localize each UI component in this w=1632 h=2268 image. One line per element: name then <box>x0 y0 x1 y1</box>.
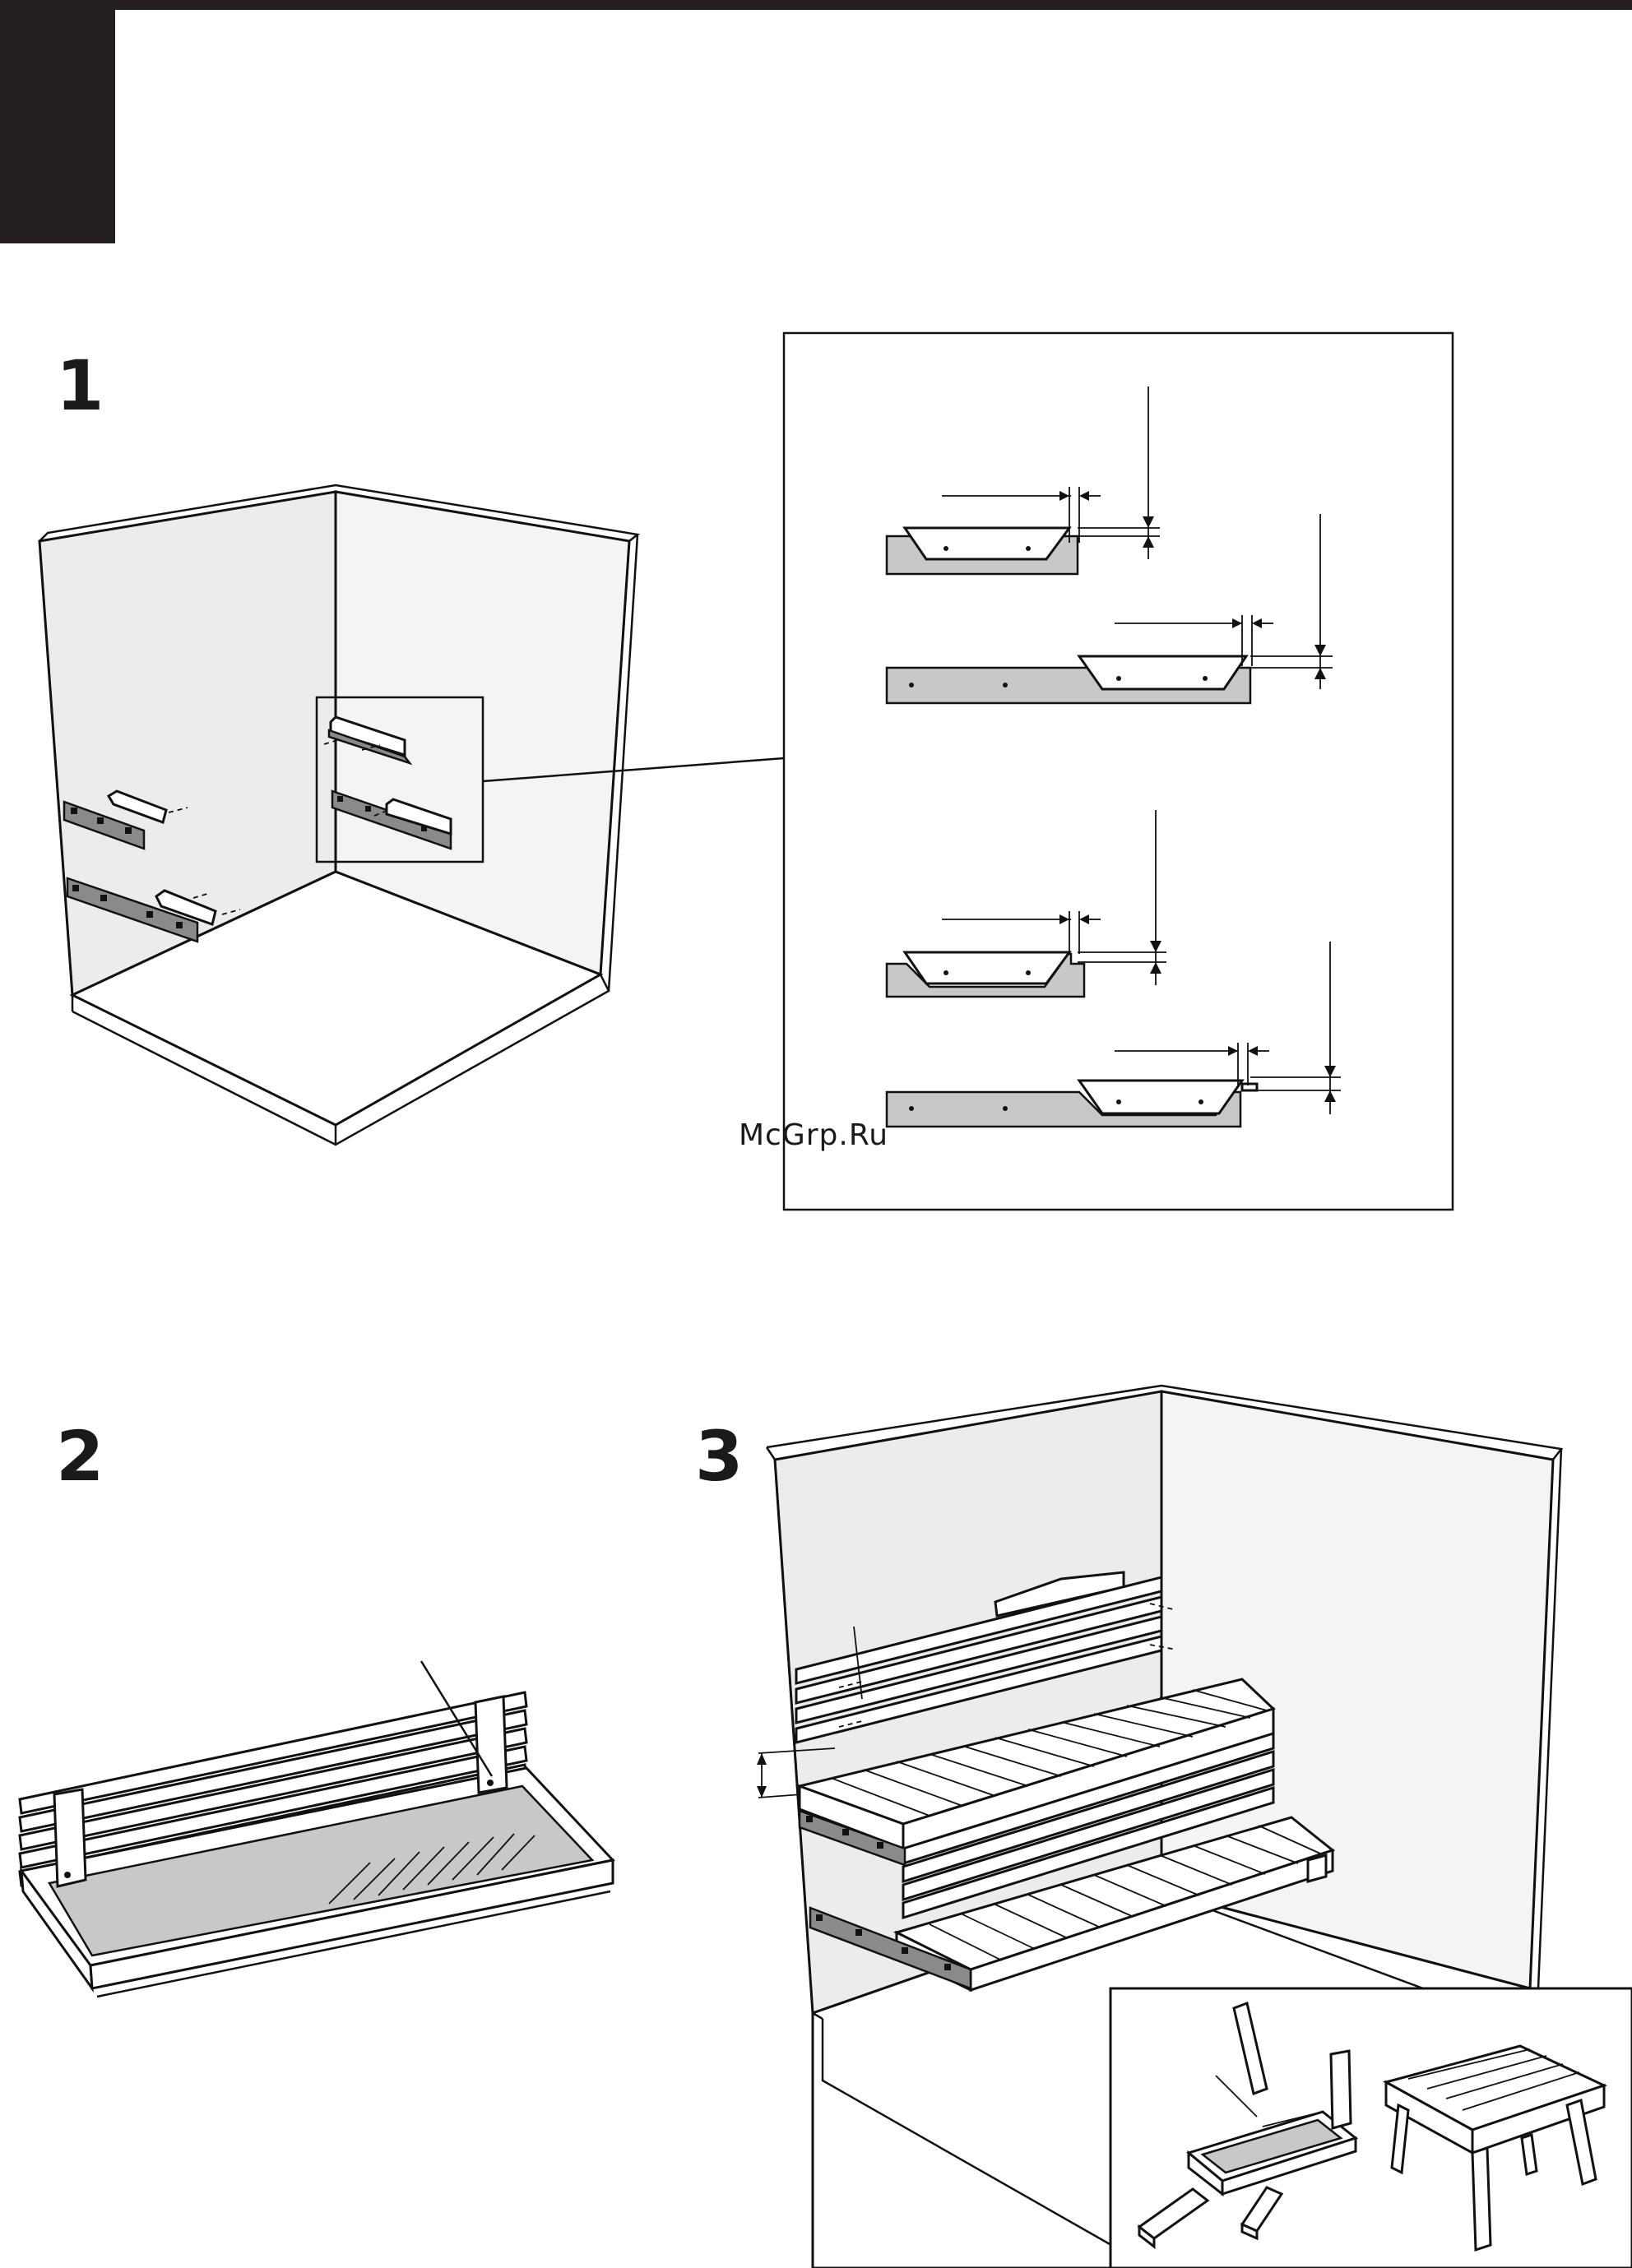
step-1-number: 1 <box>56 345 104 426</box>
step-1-room-illustration <box>39 485 784 1145</box>
back-support-right <box>475 1696 507 1793</box>
joint-detail-1 <box>887 386 1160 574</box>
watermark-text: McGrp.Ru <box>739 1118 888 1152</box>
step-3-number: 3 <box>695 1416 743 1497</box>
header-bar <box>0 0 1632 243</box>
step-3-stool-inset <box>1110 1988 1632 2268</box>
step-2-bench-illustration <box>20 1661 613 1997</box>
step-2-number: 2 <box>56 1416 104 1497</box>
step-1-detail-panel: McGrp.Ru <box>739 333 1453 1210</box>
back-support-left <box>54 1789 86 1886</box>
stool-side-panel-right <box>1331 2051 1351 2128</box>
joint-detail-3 <box>887 810 1166 997</box>
